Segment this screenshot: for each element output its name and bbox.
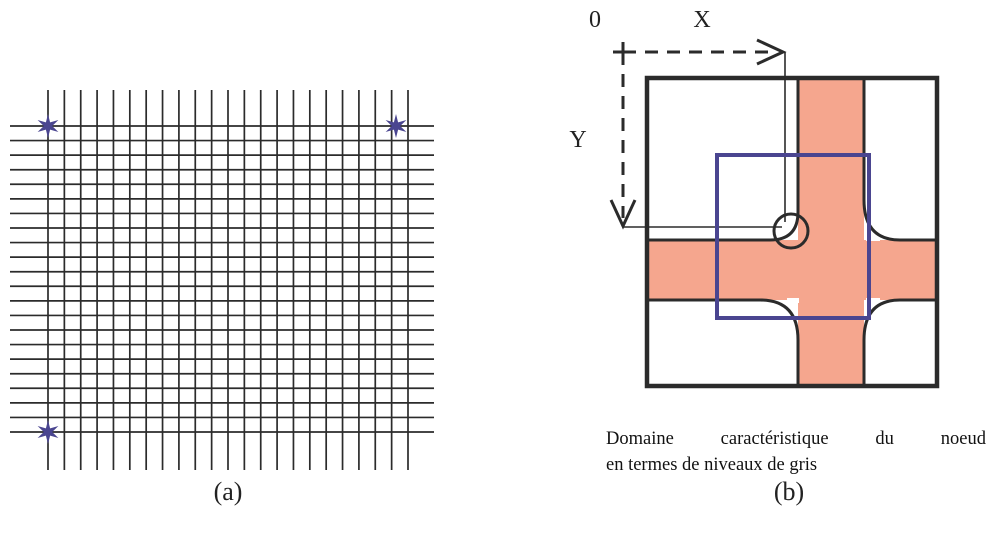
panel-b-node-domain: 0 X Y (b) (569, 7, 940, 506)
cross-notch (787, 298, 799, 303)
star-icon (37, 420, 59, 444)
panel-a-grid-diagram: (a) (10, 90, 434, 506)
outer-square (644, 75, 940, 389)
arrow-right-icon (756, 38, 787, 66)
cross-edge-curves (647, 78, 937, 386)
origin-label: 0 (589, 7, 601, 33)
star-icon (37, 114, 59, 138)
axis-x (623, 38, 787, 66)
arrow-down-icon (609, 199, 637, 230)
axis-y (609, 52, 637, 230)
cross-horizontal-bar (647, 240, 937, 300)
caption-line-2: en termes de niveaux de gris (606, 455, 818, 475)
panel-a-label: (a) (214, 477, 243, 506)
cross-notch (866, 298, 880, 303)
caption-line-1: Domaine caractéristique du noeud (606, 429, 986, 449)
search-window (715, 153, 871, 320)
grid-lines (10, 90, 434, 470)
cross-notch (866, 236, 880, 241)
star-icon (385, 114, 407, 138)
origin-mark (613, 42, 633, 64)
x-axis-label: X (693, 7, 710, 33)
node-circle (772, 212, 810, 250)
y-axis-label: Y (569, 127, 586, 153)
panel-b-label: (b) (774, 477, 804, 506)
panel-b-caption: Domaine caractéristique du noeud en term… (606, 426, 986, 478)
corner-markers (37, 114, 407, 444)
coordinate-guides (623, 52, 786, 228)
